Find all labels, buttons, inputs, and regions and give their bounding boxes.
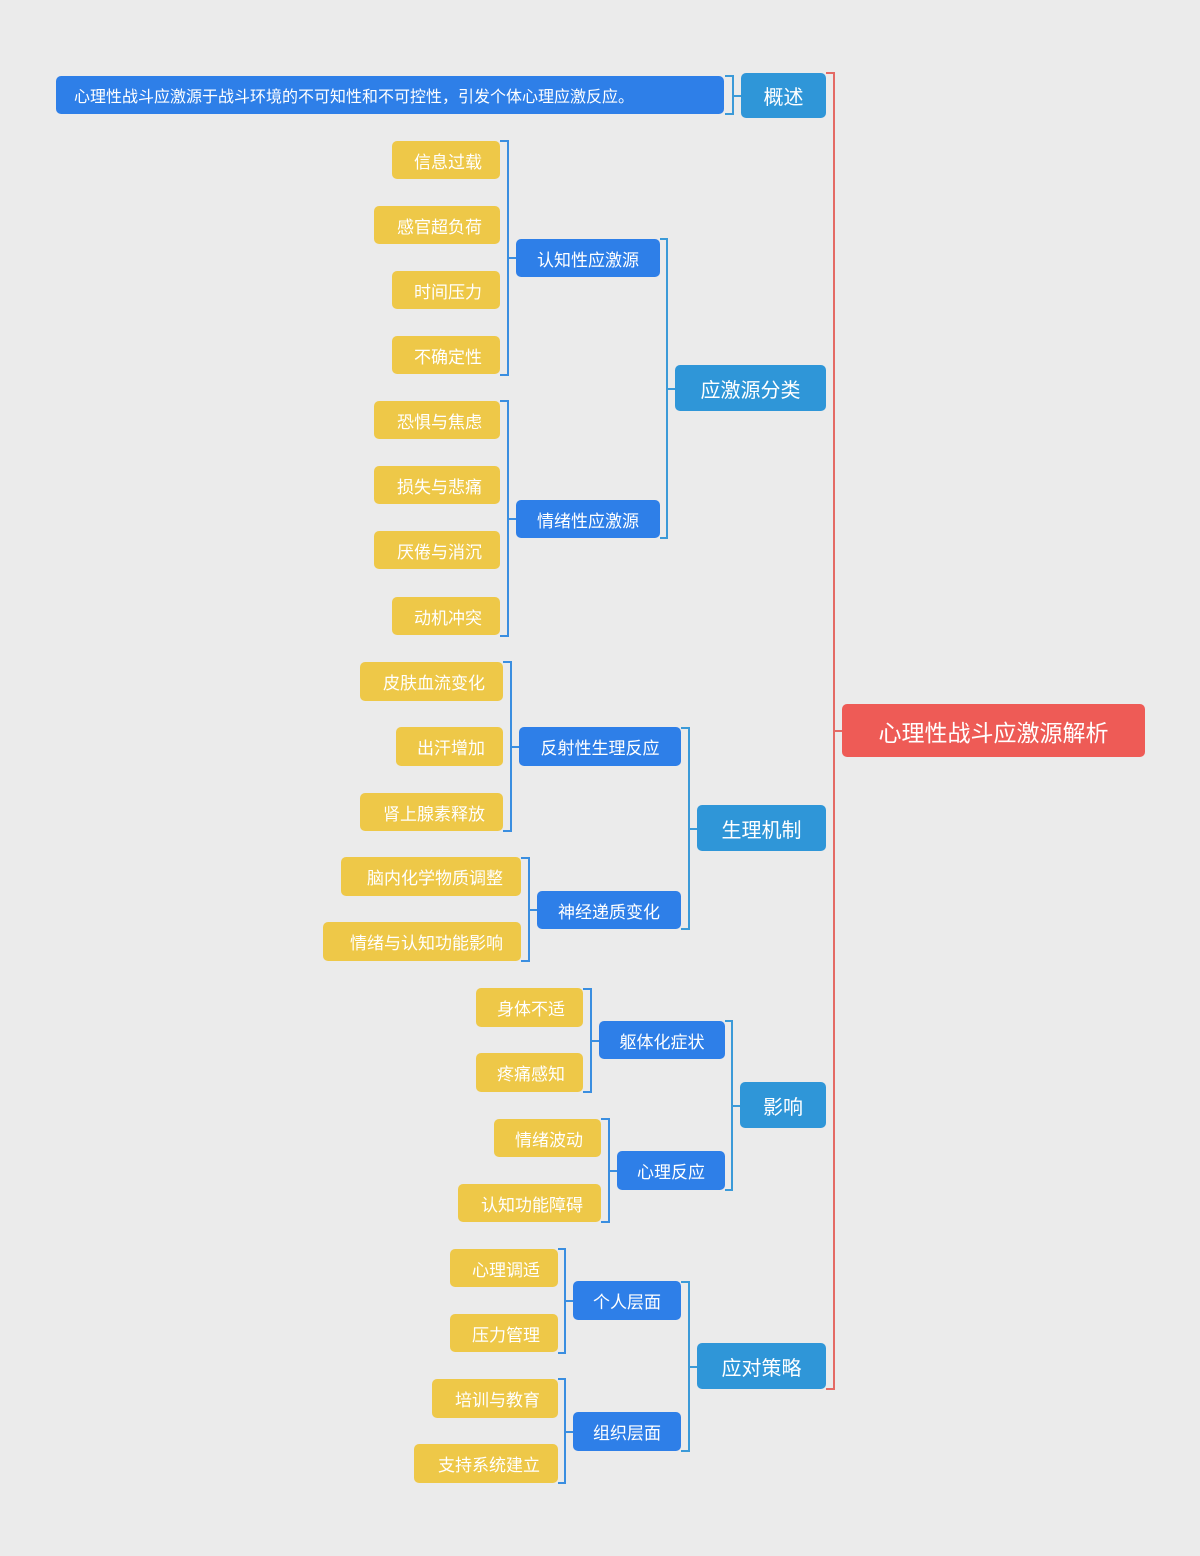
reflex-connector-stub	[511, 746, 519, 748]
leaf-item[interactable]: 疼痛感知	[476, 1053, 583, 1092]
group-somatic-symptoms[interactable]: 躯体化症状	[599, 1021, 725, 1059]
branch-mechanism[interactable]: 生理机制	[697, 805, 826, 851]
leaf-item[interactable]: 恐惧与焦虑	[374, 401, 500, 439]
mechanism-connector-stub	[689, 828, 697, 830]
classification-connector-stub	[667, 388, 675, 390]
leaf-item[interactable]: 压力管理	[450, 1314, 558, 1352]
leaf-item[interactable]: 出汗增加	[396, 727, 503, 766]
neurotransmitter-connector-stub	[529, 909, 537, 911]
group-organizational-level[interactable]: 组织层面	[573, 1412, 681, 1451]
group-cognitive-stressors[interactable]: 认知性应激源	[516, 239, 660, 277]
overview-connector-stub	[733, 95, 741, 97]
leaf-item[interactable]: 认知功能障碍	[458, 1184, 601, 1222]
leaf-item[interactable]: 支持系统建立	[414, 1444, 558, 1483]
root-connector-stub	[834, 730, 842, 732]
root-node[interactable]: 心理性战斗应激源解析	[842, 704, 1145, 757]
leaf-item[interactable]: 身体不适	[476, 988, 583, 1027]
impact-connector-stub	[732, 1105, 740, 1107]
branch-strategy[interactable]: 应对策略	[697, 1343, 826, 1389]
leaf-item[interactable]: 信息过载	[392, 141, 500, 179]
emotional-connector-stub	[508, 518, 516, 520]
leaf-item[interactable]: 感官超负荷	[374, 206, 500, 244]
leaf-item[interactable]: 培训与教育	[432, 1379, 558, 1418]
leaf-item[interactable]: 损失与悲痛	[374, 466, 500, 504]
leaf-item[interactable]: 心理调适	[450, 1249, 558, 1287]
somatic-connector-stub	[591, 1040, 599, 1042]
branch-overview[interactable]: 概述	[741, 73, 826, 118]
group-psychological-response[interactable]: 心理反应	[617, 1151, 725, 1190]
leaf-item[interactable]: 不确定性	[392, 336, 500, 374]
group-neurotransmitter-change[interactable]: 神经递质变化	[537, 891, 681, 929]
psychological-connector-stub	[609, 1170, 617, 1172]
leaf-item[interactable]: 脑内化学物质调整	[341, 857, 521, 896]
strategy-connector-stub	[689, 1366, 697, 1368]
leaf-item[interactable]: 情绪波动	[494, 1119, 601, 1157]
branch-classification[interactable]: 应激源分类	[675, 365, 826, 411]
individual-connector-stub	[565, 1300, 573, 1302]
leaf-item[interactable]: 时间压力	[392, 271, 500, 309]
organizational-connector-stub	[565, 1431, 573, 1433]
group-reflex-response[interactable]: 反射性生理反应	[519, 727, 681, 766]
leaf-item[interactable]: 厌倦与消沉	[374, 531, 500, 569]
group-individual-level[interactable]: 个人层面	[573, 1281, 681, 1320]
overview-summary[interactable]: 心理性战斗应激源于战斗环境的不可知性和不可控性，引发个体心理应激反应。	[56, 76, 724, 114]
group-emotional-stressors[interactable]: 情绪性应激源	[516, 500, 660, 538]
leaf-item[interactable]: 肾上腺素释放	[360, 793, 503, 831]
branch-impact[interactable]: 影响	[740, 1082, 826, 1128]
leaf-item[interactable]: 情绪与认知功能影响	[323, 922, 521, 961]
leaf-item[interactable]: 动机冲突	[392, 597, 500, 635]
cognitive-connector-stub	[508, 257, 516, 259]
leaf-item[interactable]: 皮肤血流变化	[360, 662, 503, 701]
